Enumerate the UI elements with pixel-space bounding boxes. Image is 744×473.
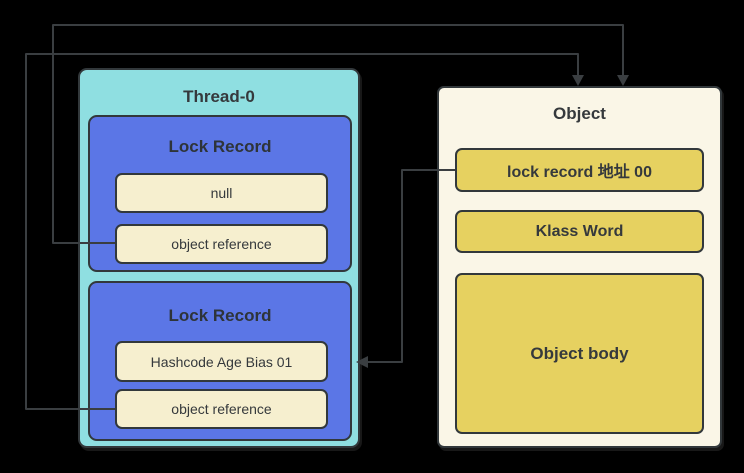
lock-record-box-1: Lock Record null object reference — [88, 115, 352, 272]
lock-record-2-object-reference-slot: object reference — [115, 389, 328, 429]
lock-record-1-mark-slot: null — [115, 173, 328, 213]
object-klassword-field: Klass Word — [455, 210, 704, 253]
thread-box: Thread-0 Lock Record null object referen… — [78, 68, 360, 448]
lock-record-box-2: Lock Record Hashcode Age Bias 01 object … — [88, 281, 352, 441]
lock-record-2-markword-slot: Hashcode Age Bias 01 — [115, 341, 328, 382]
thread-title: Thread-0 — [183, 87, 255, 106]
lock-record-1-object-reference-slot: object reference — [115, 224, 328, 264]
object-markword-field: lock record 地址 00 — [455, 148, 704, 192]
object-box: Object lock record 地址 00 Klass Word Obje… — [437, 86, 722, 448]
lock-record-2-title: Lock Record — [168, 306, 272, 325]
object-title: Object — [553, 104, 606, 123]
object-body-field: Object body — [455, 273, 704, 434]
lock-record-1-title: Lock Record — [168, 137, 272, 156]
